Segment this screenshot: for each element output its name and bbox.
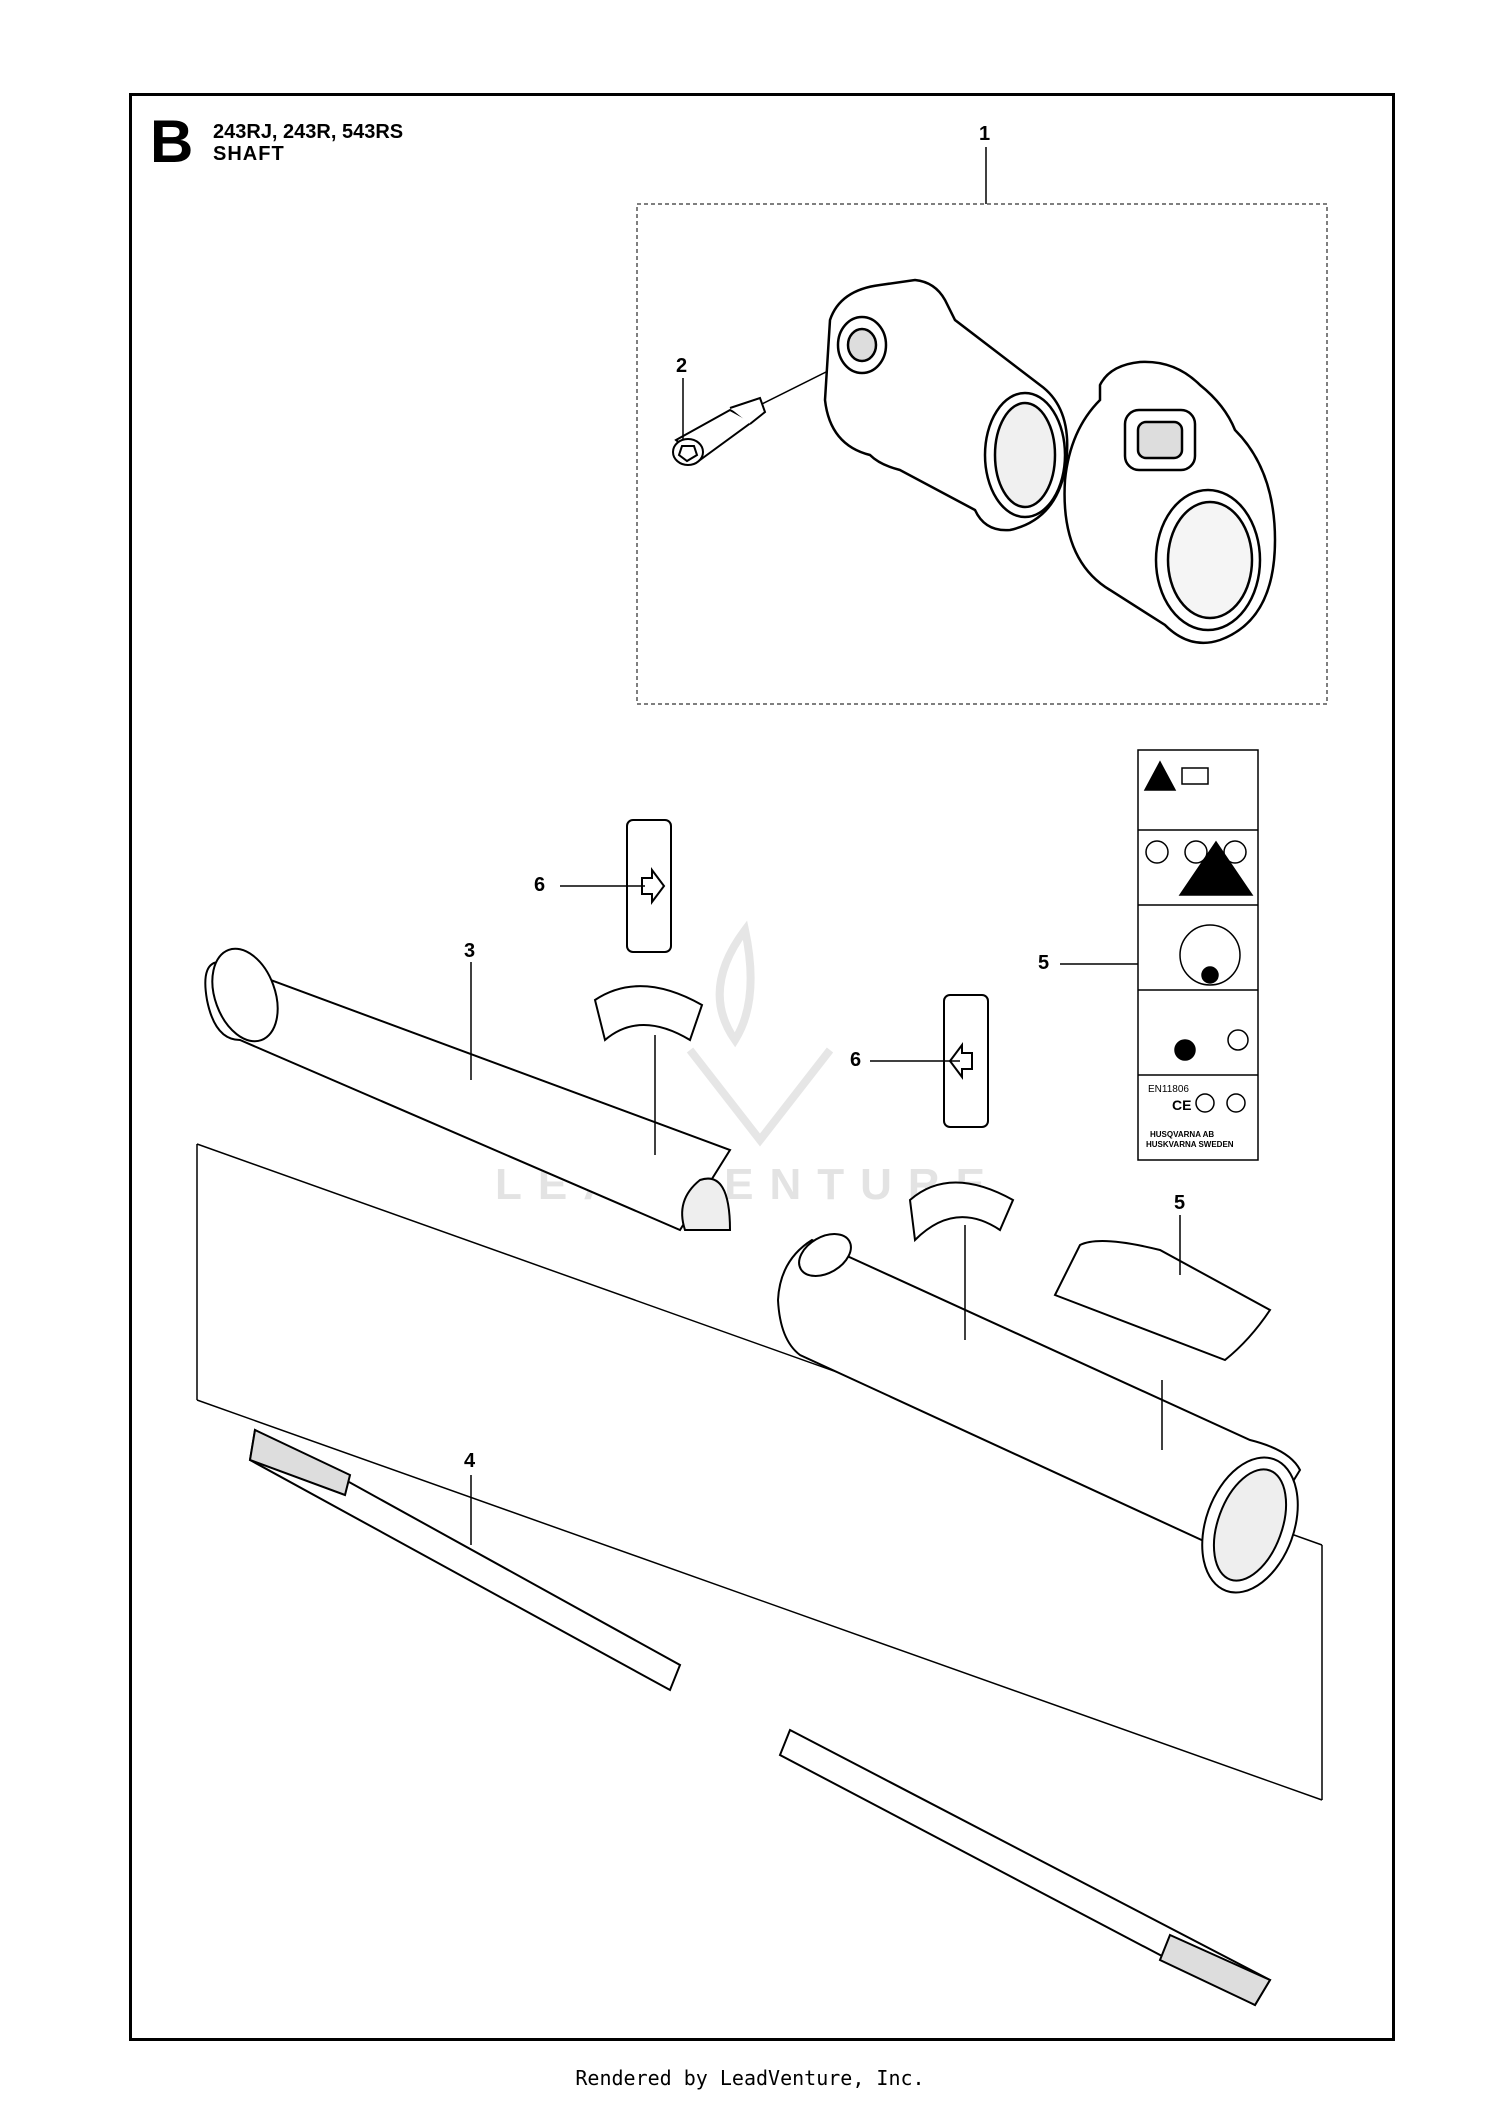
label-manufacturer-line1: HUSQVARNA AB (1150, 1130, 1215, 1139)
warning-label-5: CE (1137, 749, 1259, 1161)
tube-section-3 (204, 947, 732, 1232)
callout-3: 3 (464, 940, 476, 962)
callout-6-lower: 6 (850, 1049, 862, 1071)
clamp-left-half (823, 278, 1069, 532)
helmet-icon (1145, 840, 1169, 864)
shim-left (593, 985, 704, 1042)
diagram-title: SHAFT (213, 143, 285, 165)
callout-4: 4 (464, 1450, 476, 1472)
gloves-icon (1184, 840, 1208, 864)
callout-1: 1 (979, 123, 991, 145)
decal-sheet-5 (1053, 1240, 1272, 1362)
model-list: 243RJ, 243R, 543RS (213, 121, 404, 143)
section-letter: B (150, 108, 194, 175)
callout-2: 2 (676, 355, 688, 377)
ce-mark-icon: CE (1172, 1097, 1191, 1113)
footer-credit: Rendered by LeadVenture, Inc. (575, 2066, 925, 2090)
bystander-distance-icon (1179, 924, 1241, 986)
kit-1-dashed-box (636, 203, 1328, 705)
callout-5-decal: 5 (1174, 1192, 1186, 1214)
manual-book-icon (1181, 767, 1209, 785)
clamp-right-half (1063, 360, 1277, 645)
callout-6-upper: 6 (534, 874, 546, 896)
callout-5-label: 5 (1038, 952, 1050, 974)
hazard-triangle-icon (1178, 840, 1254, 896)
watermark-logo (686, 920, 834, 1147)
warning-triangle-icon (1143, 760, 1177, 791)
screw-part-2 (672, 396, 767, 466)
shim-right (908, 1181, 1015, 1243)
label-standard: EN11806 (1148, 1084, 1189, 1095)
thrown-object-icon (1174, 1039, 1196, 1061)
drive-shaft-4 (248, 1428, 1272, 2007)
diagram-frame (129, 93, 1395, 2041)
label-manufacturer-line2: HUSKVARNA SWEDEN (1146, 1140, 1234, 1149)
boots-icon (1223, 840, 1247, 864)
tube-section-lower (776, 1233, 1302, 1594)
